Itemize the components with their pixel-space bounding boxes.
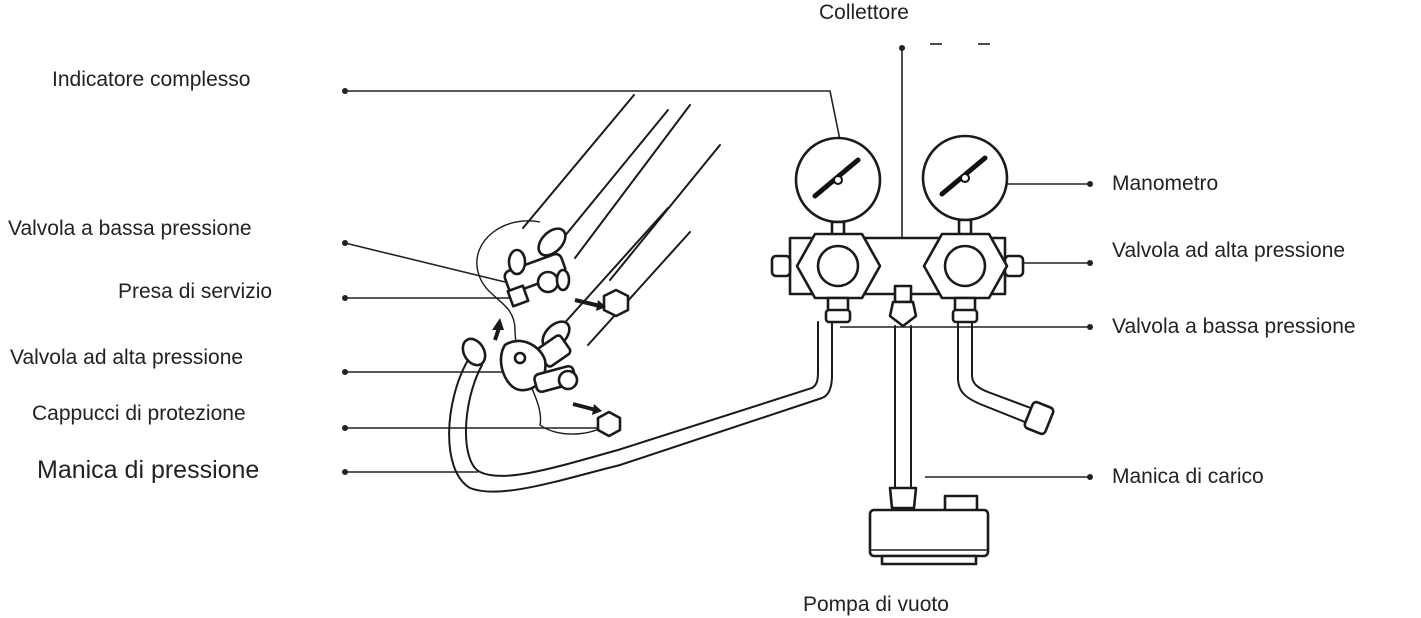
label-collettore: Collettore — [819, 1, 909, 24]
hose-right — [957, 321, 1055, 436]
leader-indicatore-dot — [342, 88, 348, 94]
valve-low-unit — [503, 227, 571, 308]
valve-bracket-outline — [476, 220, 613, 435]
label-pompa-vuoto: Pompa di vuoto — [803, 593, 949, 616]
leader-manometro-dot — [1087, 181, 1093, 187]
pressure-hose — [448, 321, 833, 493]
leader-valvola-alta-right-dot — [1087, 260, 1093, 266]
label-valvola-alta-right: Valvola ad alta pressione — [1112, 239, 1346, 262]
center-port — [893, 284, 913, 304]
pump-base — [880, 554, 978, 566]
label-valvola-bassa-right: Valvola a bassa pressione — [1112, 315, 1356, 338]
leader-indicatore — [345, 90, 841, 141]
label-cappucci: Cappucci di protezione — [32, 402, 246, 425]
center-port-nut — [888, 300, 918, 328]
pump-body — [868, 508, 990, 558]
manifold — [770, 134, 1025, 328]
charging-hose — [888, 325, 918, 510]
leader-collettore-dot — [899, 45, 905, 51]
leader-valvola-bassa-left — [344, 242, 506, 283]
hose-end-fitting — [461, 337, 487, 367]
label-manometro: Manometro — [1112, 172, 1219, 195]
leader-manica-pressione-dot — [342, 469, 348, 475]
label-manica-carico: Manica di carico — [1112, 465, 1264, 488]
leader-presa-servizio-dot — [342, 295, 348, 301]
fitting-low-nut — [824, 308, 852, 324]
unit-pipes — [461, 94, 721, 438]
label-presa-servizio: Presa di servizio — [118, 280, 273, 303]
protective-caps — [492, 288, 630, 438]
pipe-large-1-top — [522, 94, 635, 229]
label-valvola-alta-left: Valvola ad alta pressione — [10, 346, 244, 369]
pipe-large-1-bottom — [554, 109, 669, 249]
leader-cappucci-dot — [342, 425, 348, 431]
valve-high-manifold — [922, 232, 1009, 300]
pipe-small-top — [559, 207, 669, 329]
label-manica-pressione: Manica di pressione — [37, 456, 260, 484]
pipe-small-bottom — [587, 231, 691, 346]
label-valvola-bassa-left: Valvola a bassa pressione — [8, 217, 252, 240]
vacuum-pump — [868, 494, 990, 566]
leader-valvola-bassa-right-dot — [1087, 324, 1093, 330]
leader-manica-carico-dot — [1087, 474, 1093, 480]
valve-low-manifold — [795, 232, 882, 300]
leader-valvola-alta-left-dot — [342, 369, 348, 375]
gauge-compound — [794, 136, 882, 240]
pipe-large-2-top — [574, 104, 691, 259]
fitting-high-nut — [951, 308, 979, 324]
valve-high-unit — [499, 339, 579, 394]
leader-valvola-bassa-left-dot — [342, 240, 348, 246]
knob-left — [770, 254, 792, 278]
label-indicatore-complesso: Indicatore complesso — [52, 68, 251, 91]
gauge-manometer — [921, 134, 1009, 238]
